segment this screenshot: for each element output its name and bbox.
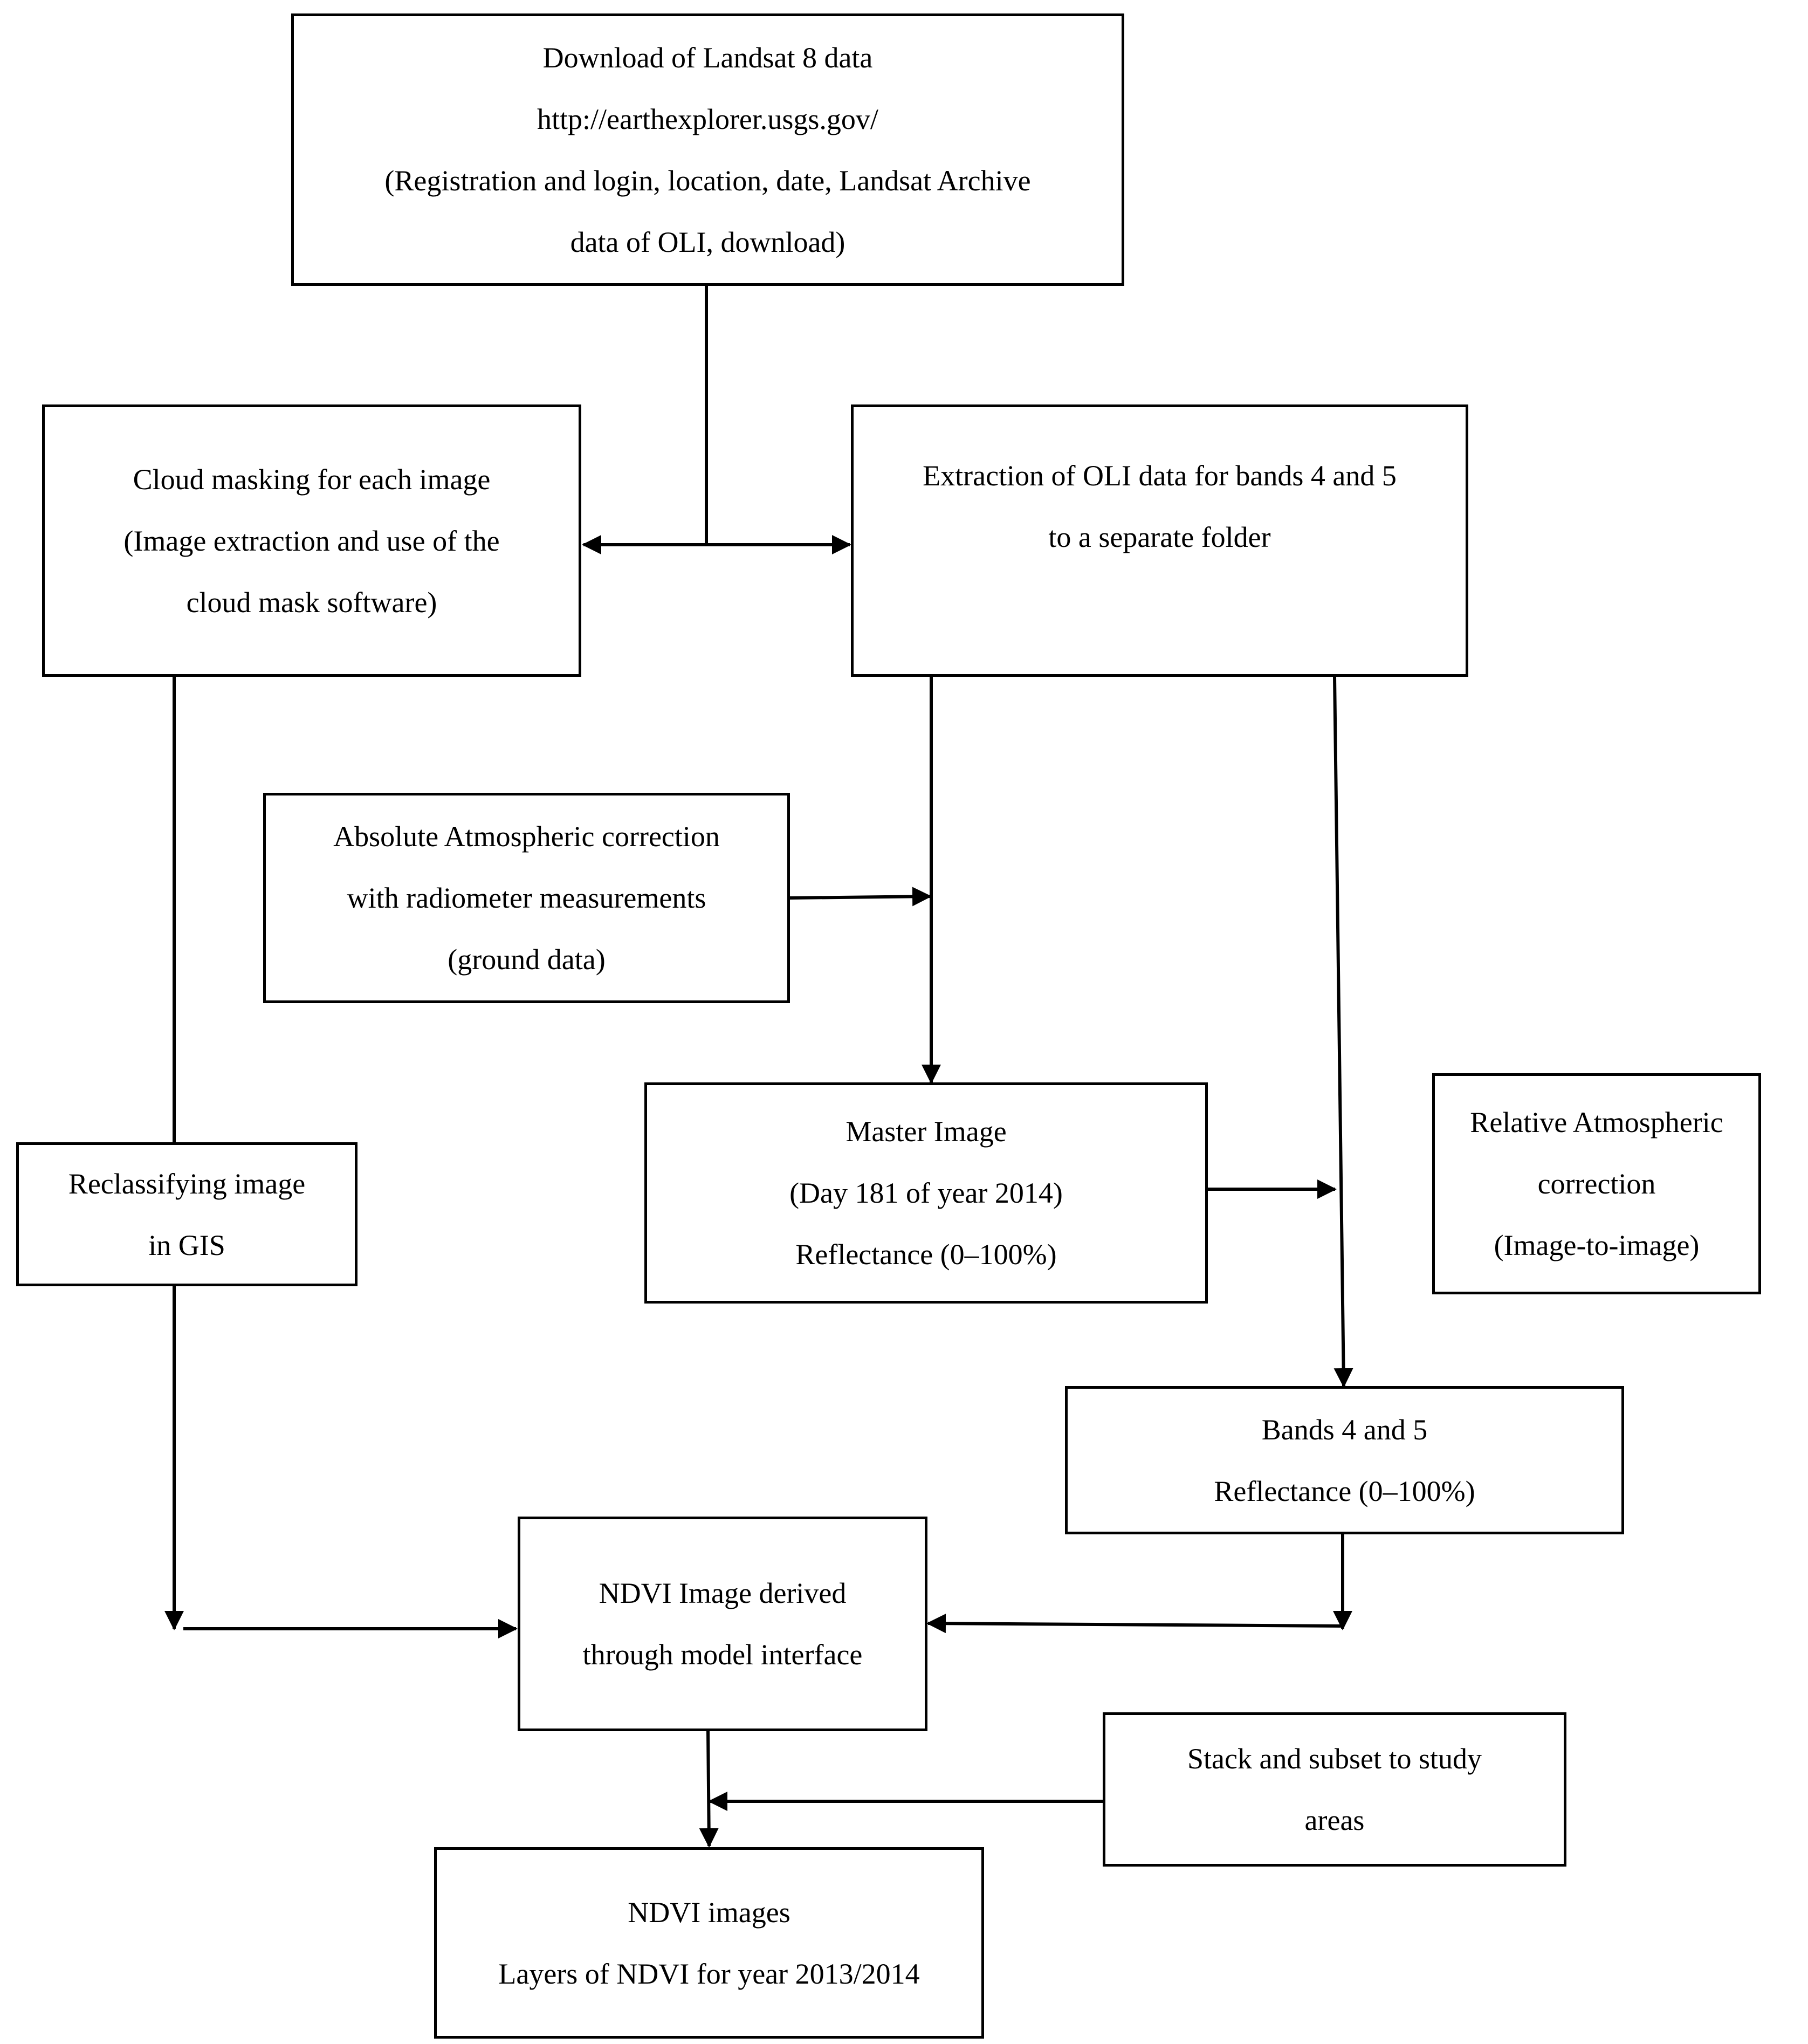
download-line-2: http://earthexplorer.usgs.gov/ xyxy=(537,102,878,135)
arrow-absolute-to-line xyxy=(789,887,932,907)
master-line-3: Reflectance (0–100%) xyxy=(795,1238,1057,1271)
bands-line-2: Reflectance (0–100%) xyxy=(1214,1474,1475,1507)
absolute-line-3: (ground data) xyxy=(448,943,606,976)
arrow-bands-to-ndvi-derived xyxy=(926,1614,1345,1634)
extraction-line-2: to a separate folder xyxy=(1048,521,1271,553)
relative-line-2: correction xyxy=(1537,1168,1656,1200)
arrow-ndvi-derived-to-images xyxy=(699,1731,719,1848)
cloud-line-3: cloud mask software) xyxy=(186,586,437,619)
absolute-correction-box: Absolute Atmospheric correction with rad… xyxy=(263,793,790,1003)
ndvi-images-line-2: Layers of NDVI for year 2013/2014 xyxy=(498,1957,920,1990)
ndvi-images-line-1: NDVI images xyxy=(628,1896,790,1929)
ndvi-derived-box: NDVI Image derived through model interfa… xyxy=(518,1517,927,1731)
stack-subset-box: Stack and subset to study areas xyxy=(1103,1712,1566,1867)
reclass-line-2: in GIS xyxy=(148,1229,225,1261)
ndvi-derived-line-2: through model interface xyxy=(582,1638,863,1671)
cloud-masking-box: Cloud masking for each image (Image extr… xyxy=(42,404,581,677)
arrow-extraction-to-bands xyxy=(1333,676,1353,1388)
download-box: Download of Landsat 8 data http://earthe… xyxy=(291,13,1124,286)
relative-correction-box: Relative Atmospheric correction (Image-t… xyxy=(1432,1073,1761,1294)
ndvi-images-box: NDVI images Layers of NDVI for year 2013… xyxy=(434,1847,984,2039)
absolute-line-1: Absolute Atmospheric correction xyxy=(333,820,720,853)
download-line-4: data of OLI, download) xyxy=(570,225,845,258)
relative-line-1: Relative Atmospheric xyxy=(1470,1106,1723,1138)
relative-line-3: (Image-to-image) xyxy=(1494,1229,1700,1261)
master-image-box: Master Image (Day 181 of year 2014) Refl… xyxy=(644,1082,1208,1304)
extraction-line-1: Extraction of OLI data for bands 4 and 5 xyxy=(923,459,1397,492)
ndvi-derived-line-1: NDVI Image derived xyxy=(599,1577,847,1609)
stack-line-1: Stack and subset to study xyxy=(1187,1743,1482,1775)
absolute-line-2: with radiometer measurements xyxy=(347,882,706,914)
stack-line-2: areas xyxy=(1304,1804,1365,1836)
download-line-3: (Registration and login, location, date,… xyxy=(384,164,1031,197)
bands-line-1: Bands 4 and 5 xyxy=(1261,1413,1428,1446)
extraction-box: Extraction of OLI data for bands 4 and 5… xyxy=(851,404,1468,677)
cloud-line-2: (Image extraction and use of the xyxy=(123,524,500,557)
download-line-1: Download of Landsat 8 data xyxy=(542,41,873,74)
master-line-1: Master Image xyxy=(845,1115,1007,1148)
reclassifying-box: Reclassifying image in GIS xyxy=(16,1142,358,1286)
master-line-2: (Day 181 of year 2014) xyxy=(789,1177,1063,1209)
bands-box: Bands 4 and 5 Reflectance (0–100%) xyxy=(1065,1386,1624,1534)
reclass-line-1: Reclassifying image xyxy=(68,1167,306,1200)
cloud-line-1: Cloud masking for each image xyxy=(133,463,491,496)
